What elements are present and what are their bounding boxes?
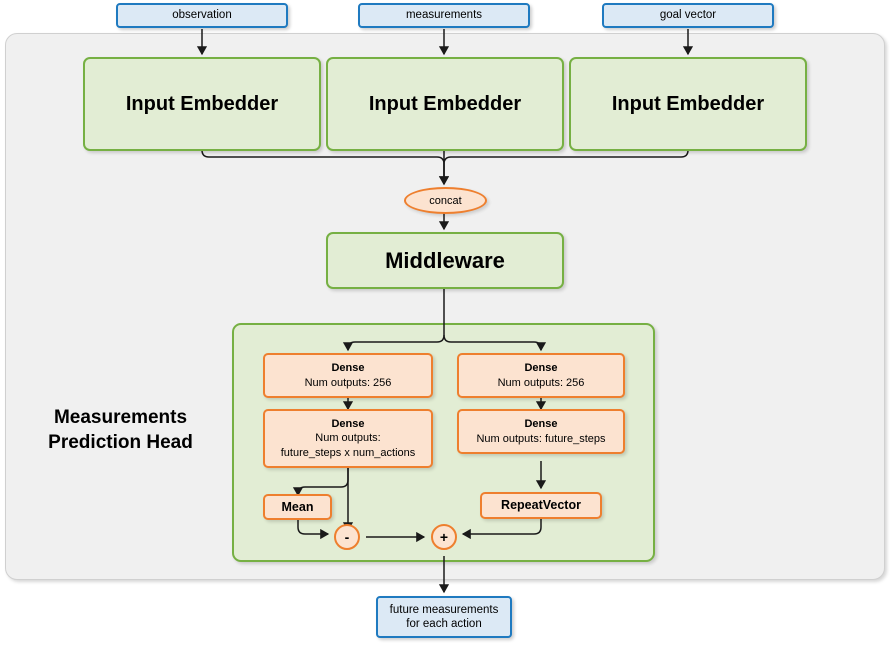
- output-label-line-2: for each action: [406, 618, 482, 630]
- middleware-box[interactable]: Middleware: [326, 232, 564, 289]
- concat-node[interactable]: concat: [404, 187, 487, 214]
- subtract-symbol: -: [344, 529, 350, 545]
- input-box-measurements[interactable]: measurements: [358, 3, 530, 28]
- input-embedder-2-label: Input Embedder: [368, 92, 522, 115]
- input-box-observation[interactable]: observation: [116, 3, 288, 28]
- input-label-goal-vector: goal vector: [659, 9, 717, 22]
- left-dense-1[interactable]: Dense Num outputs: 256: [263, 353, 433, 398]
- mean-label: Mean: [281, 499, 314, 514]
- head-group-label: Measurements Prediction Head: [18, 406, 223, 455]
- right-dense-2-title: Dense: [524, 417, 558, 430]
- left-dense-1-title: Dense: [331, 361, 365, 374]
- right-dense-2-detail: Num outputs: future_steps: [476, 432, 606, 445]
- head-label-line-2: Prediction Head: [48, 431, 193, 453]
- input-box-goal-vector[interactable]: goal vector: [602, 3, 774, 28]
- left-dense-2-detail-line-1: Num outputs:: [315, 432, 381, 445]
- input-embedder-1-label: Input Embedder: [125, 92, 279, 115]
- input-embedder-3-label: Input Embedder: [611, 92, 765, 115]
- mean-box[interactable]: Mean: [263, 494, 332, 520]
- right-dense-1[interactable]: Dense Num outputs: 256: [457, 353, 625, 398]
- head-label-line-1: Measurements: [53, 407, 188, 428]
- concat-label: concat: [429, 194, 462, 207]
- left-dense-2-title: Dense: [331, 417, 365, 430]
- left-dense-2-detail-line-2: future_steps x num_actions: [280, 446, 416, 459]
- input-embedder-1[interactable]: Input Embedder: [83, 57, 321, 151]
- input-embedder-3[interactable]: Input Embedder: [569, 57, 807, 151]
- repeat-vector-box[interactable]: RepeatVector: [480, 492, 602, 519]
- output-box-future-measurements[interactable]: future measurements for each action: [376, 596, 512, 638]
- right-dense-1-title: Dense: [524, 361, 558, 374]
- subtract-operator[interactable]: -: [334, 524, 360, 550]
- input-label-measurements: measurements: [405, 9, 483, 22]
- left-dense-2[interactable]: Dense Num outputs: future_steps x num_ac…: [263, 409, 433, 468]
- input-label-observation: observation: [172, 9, 232, 22]
- add-operator[interactable]: +: [431, 524, 457, 550]
- repeat-vector-label: RepeatVector: [501, 498, 581, 513]
- right-dense-1-detail: Num outputs: 256: [497, 376, 585, 389]
- add-symbol: +: [439, 529, 449, 545]
- left-dense-1-detail: Num outputs: 256: [304, 376, 392, 389]
- input-embedder-2[interactable]: Input Embedder: [326, 57, 564, 151]
- right-dense-2[interactable]: Dense Num outputs: future_steps: [457, 409, 625, 454]
- middleware-label: Middleware: [385, 247, 505, 273]
- output-label-line-1: future measurements: [389, 603, 499, 616]
